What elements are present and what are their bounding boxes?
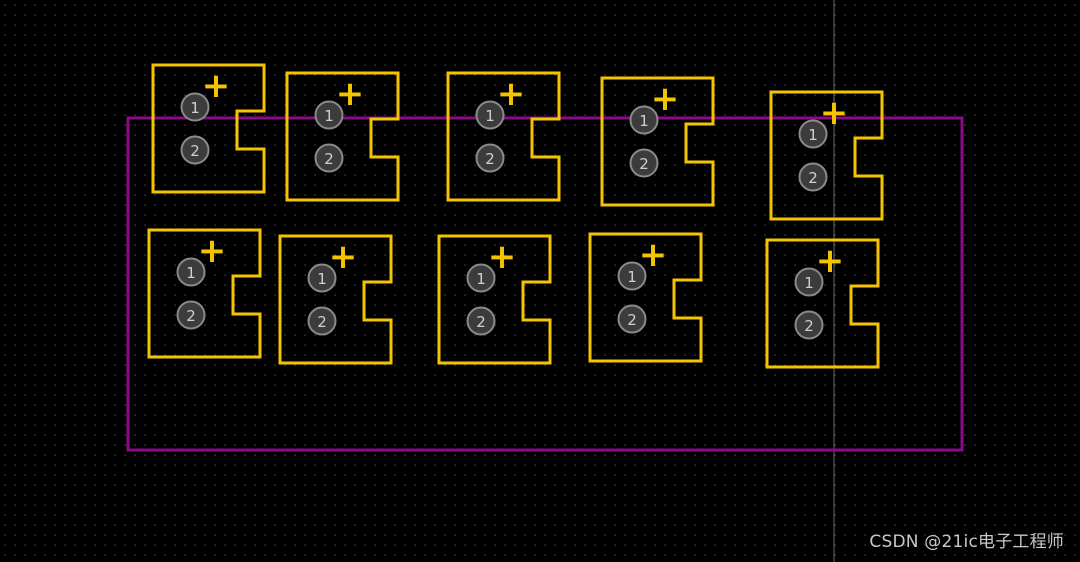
pad-label: 1 — [476, 270, 486, 288]
silkscreen-outline — [147, 228, 262, 359]
capacitor-footprint[interactable]: +12 — [765, 238, 880, 369]
pad-2[interactable] — [629, 148, 659, 178]
pad-1[interactable] — [617, 261, 647, 291]
pad-1[interactable] — [794, 267, 824, 297]
pad-label: 2 — [324, 150, 334, 168]
pad-2[interactable] — [466, 306, 496, 336]
pad-label: 2 — [639, 155, 649, 173]
pad-label: 2 — [476, 313, 486, 331]
silkscreen-outline — [600, 76, 715, 207]
capacitor-footprint[interactable]: +12 — [437, 234, 552, 365]
pad-1[interactable] — [466, 263, 496, 293]
pad-label: 1 — [627, 268, 637, 286]
pad-2[interactable] — [794, 310, 824, 340]
pad-label: 1 — [639, 112, 649, 130]
pad-2[interactable] — [475, 143, 505, 173]
silkscreen-outline — [278, 234, 393, 365]
pad-label: 2 — [190, 142, 200, 160]
pad-1[interactable] — [798, 119, 828, 149]
silkscreen-outline — [446, 71, 561, 202]
pad-label: 2 — [808, 169, 818, 187]
watermark-text: CSDN @21ic电子工程师 — [869, 532, 1064, 552]
pad-2[interactable] — [798, 162, 828, 192]
pad-label: 2 — [804, 317, 814, 335]
capacitor-footprint[interactable]: +12 — [151, 63, 266, 194]
pad-2[interactable] — [176, 300, 206, 330]
pad-label: 1 — [186, 264, 196, 282]
silkscreen-outline — [151, 63, 266, 194]
pad-label: 2 — [317, 313, 327, 331]
pad-label: 2 — [485, 150, 495, 168]
pad-1[interactable] — [307, 263, 337, 293]
capacitor-footprint[interactable]: +12 — [285, 71, 400, 202]
pad-2[interactable] — [180, 135, 210, 165]
capacitor-footprint[interactable]: +12 — [588, 232, 703, 363]
pad-label: 1 — [804, 274, 814, 292]
silkscreen-outline — [437, 234, 552, 365]
pad-label: 2 — [186, 307, 196, 325]
components-layer: +12+12+12+12+12+12+12+12+12+12 — [147, 63, 884, 369]
pad-1[interactable] — [180, 92, 210, 122]
pad-1[interactable] — [629, 105, 659, 135]
pad-label: 1 — [317, 270, 327, 288]
capacitor-footprint[interactable]: +12 — [278, 234, 393, 365]
silkscreen-outline — [765, 238, 880, 369]
capacitor-footprint[interactable]: +12 — [446, 71, 561, 202]
silkscreen-outline — [588, 232, 703, 363]
pad-1[interactable] — [314, 100, 344, 130]
capacitor-footprint[interactable]: +12 — [600, 76, 715, 207]
pad-1[interactable] — [475, 100, 505, 130]
pad-label: 1 — [485, 107, 495, 125]
pad-label: 2 — [627, 311, 637, 329]
pad-2[interactable] — [314, 143, 344, 173]
pad-2[interactable] — [617, 304, 647, 334]
pad-2[interactable] — [307, 306, 337, 336]
silkscreen-outline — [285, 71, 400, 202]
silkscreen-outline — [769, 90, 884, 221]
pad-1[interactable] — [176, 257, 206, 287]
pad-label: 1 — [190, 99, 200, 117]
pad-label: 1 — [808, 126, 818, 144]
capacitor-footprint[interactable]: +12 — [769, 90, 884, 221]
capacitor-footprint[interactable]: +12 — [147, 228, 262, 359]
pad-label: 1 — [324, 107, 334, 125]
